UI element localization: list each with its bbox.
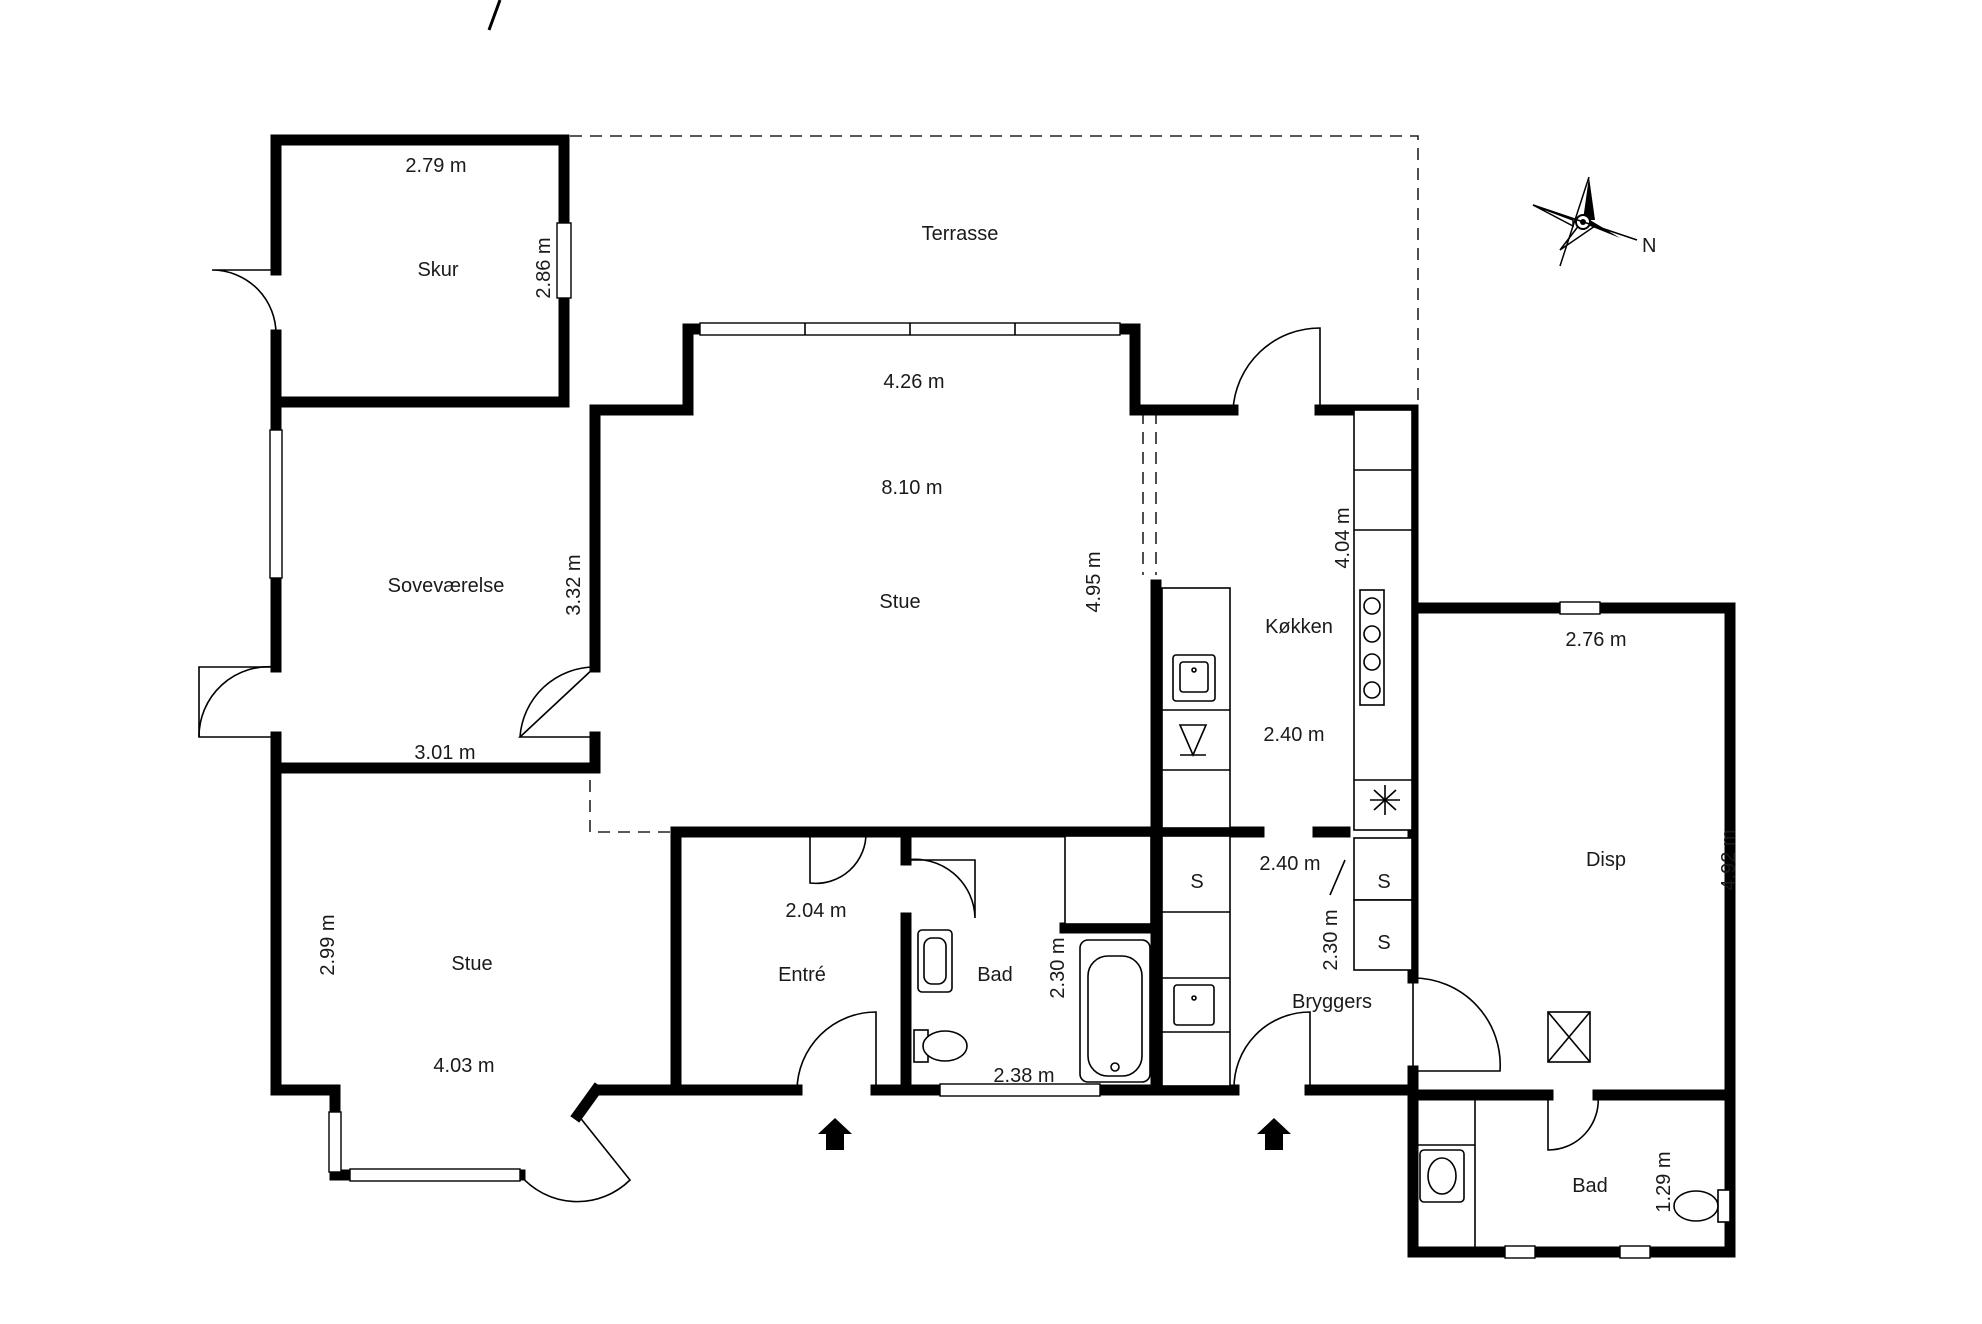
entrance-arrows: [818, 1118, 1291, 1150]
room-label-bad-center: Bad: [977, 964, 1013, 986]
room-label-entre: Entré: [778, 964, 826, 986]
dim-sov-height: 3.32 m: [563, 554, 585, 615]
room-label-stue-main: Stue: [879, 591, 920, 613]
bad-right-partition: [1418, 1100, 1476, 1248]
dim-stue-width-1: 4.26 m: [883, 371, 944, 393]
dim-entre-width: 2.04 m: [785, 900, 846, 922]
bryggers-units: [1064, 835, 1413, 1087]
compass-icon: [1532, 176, 1638, 267]
dim-bad-right-height: 1.29 m: [1653, 1151, 1675, 1212]
toilet-icon: [913, 1029, 1731, 1223]
kitchen-counter: [1161, 409, 1413, 831]
dim-kok-width-1: 2.40 m: [1263, 724, 1324, 746]
room-label-bryggers: Bryggers: [1292, 991, 1372, 1013]
dim-bad-center-width: 2.38 m: [993, 1065, 1054, 1087]
sink-icon: [917, 929, 1465, 1203]
fridge-icon: [1370, 785, 1400, 815]
room-label-sovevaerelse: Soveværelse: [388, 575, 505, 597]
room-label-stue-lower: Stue: [451, 953, 492, 975]
dim-kok-height: 4.04 m: [1332, 507, 1354, 568]
plan-edge-mark: [487, 0, 502, 31]
room-label-koekken: Køkken: [1265, 616, 1333, 638]
bathtub-icon: [1079, 939, 1151, 1083]
dim-bad-center-height: 2.30 m: [1047, 937, 1069, 998]
fixture-label-s3: S: [1377, 932, 1390, 954]
doors: [198, 269, 1600, 1203]
room-label-skur: Skur: [417, 259, 458, 281]
dim-skur-width: 2.79 m: [405, 155, 466, 177]
dim-disp-height: 4.92 m: [1718, 829, 1740, 890]
dim-skur-height: 2.86 m: [533, 237, 555, 298]
disp-boiler-icon: [1547, 1011, 1591, 1063]
dim-kok-width-2: 2.40 m: [1259, 853, 1320, 875]
dim-stue-height: 4.95 m: [1083, 551, 1105, 612]
room-label-disp: Disp: [1586, 849, 1626, 871]
dim-sov-width: 3.01 m: [414, 742, 475, 764]
fixture-label-s1: S: [1190, 871, 1203, 893]
fixture-label-s2: S: [1377, 871, 1390, 893]
room-label-bad-right: Bad: [1572, 1175, 1608, 1197]
terrace-outline: [570, 135, 1419, 833]
windows: [269, 222, 1651, 1259]
walls: [270, 134, 1736, 1258]
dim-disp-width: 2.76 m: [1565, 629, 1626, 651]
dim-stue-lower-width: 4.03 m: [433, 1055, 494, 1077]
compass-north-label: N: [1642, 235, 1656, 257]
dim-stue-lower-height: 2.99 m: [317, 914, 339, 975]
dim-stue-width-2: 8.10 m: [881, 477, 942, 499]
dim-bryggers-height: 2.30 m: [1320, 909, 1342, 970]
room-label-terrasse: Terrasse: [922, 223, 999, 245]
